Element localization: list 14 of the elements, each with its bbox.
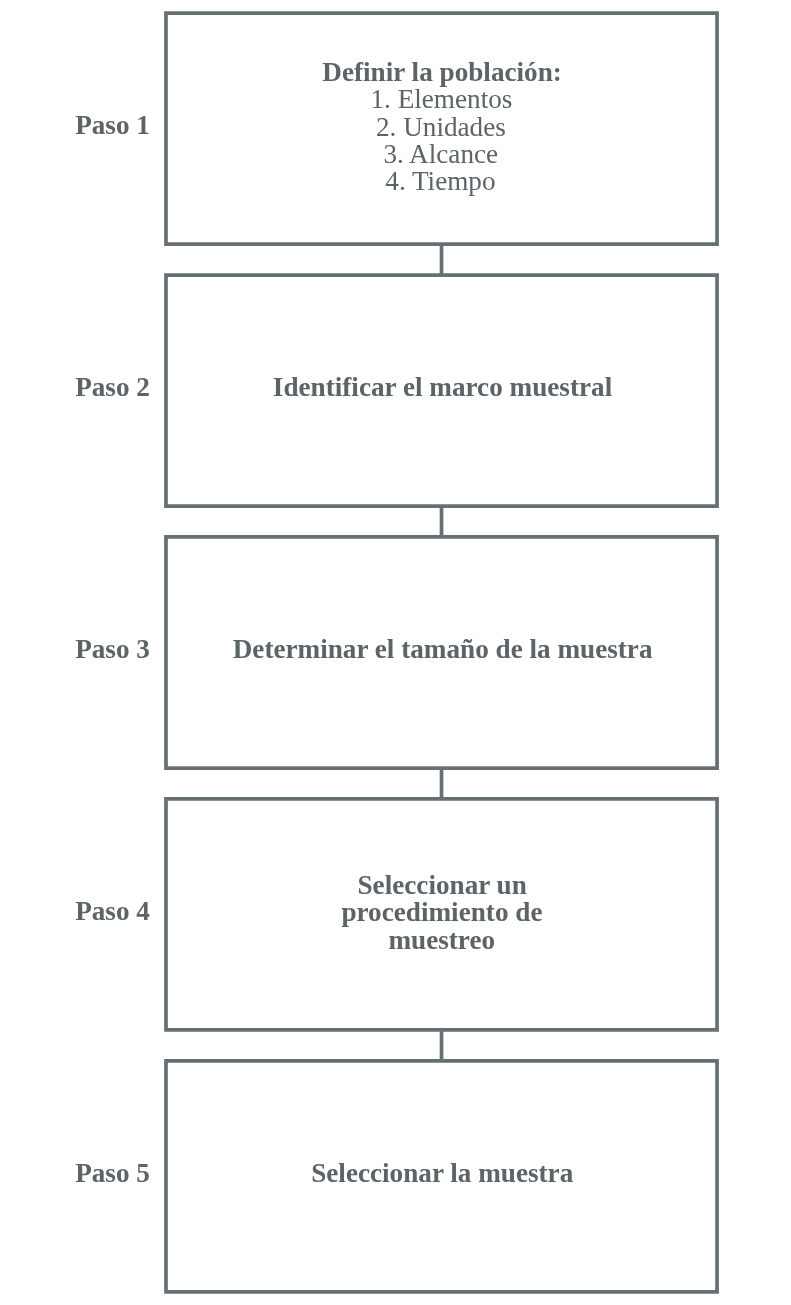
connector [439,506,444,537]
node-label: Paso 2 [75,372,150,403]
node-box: Definir la población: 1. Elementos 2. Unidades 3. Alcance 4. Tiempo [164,11,719,246]
node-box: Identificar el marco muestral [164,273,719,508]
node-box: Determinar el tamaño de la muestra [164,535,719,770]
connector [439,244,444,275]
node-box: Seleccionar un procedimiento de muestreo [164,797,719,1032]
node-label: Paso 3 [75,634,150,665]
connector [439,1030,444,1061]
connector [439,768,444,799]
node-label: Paso 1 [75,110,150,141]
node-box: Seleccionar la muestra [164,1059,719,1294]
node-label: Paso 5 [75,1158,150,1189]
node-label: Paso 4 [75,896,150,927]
